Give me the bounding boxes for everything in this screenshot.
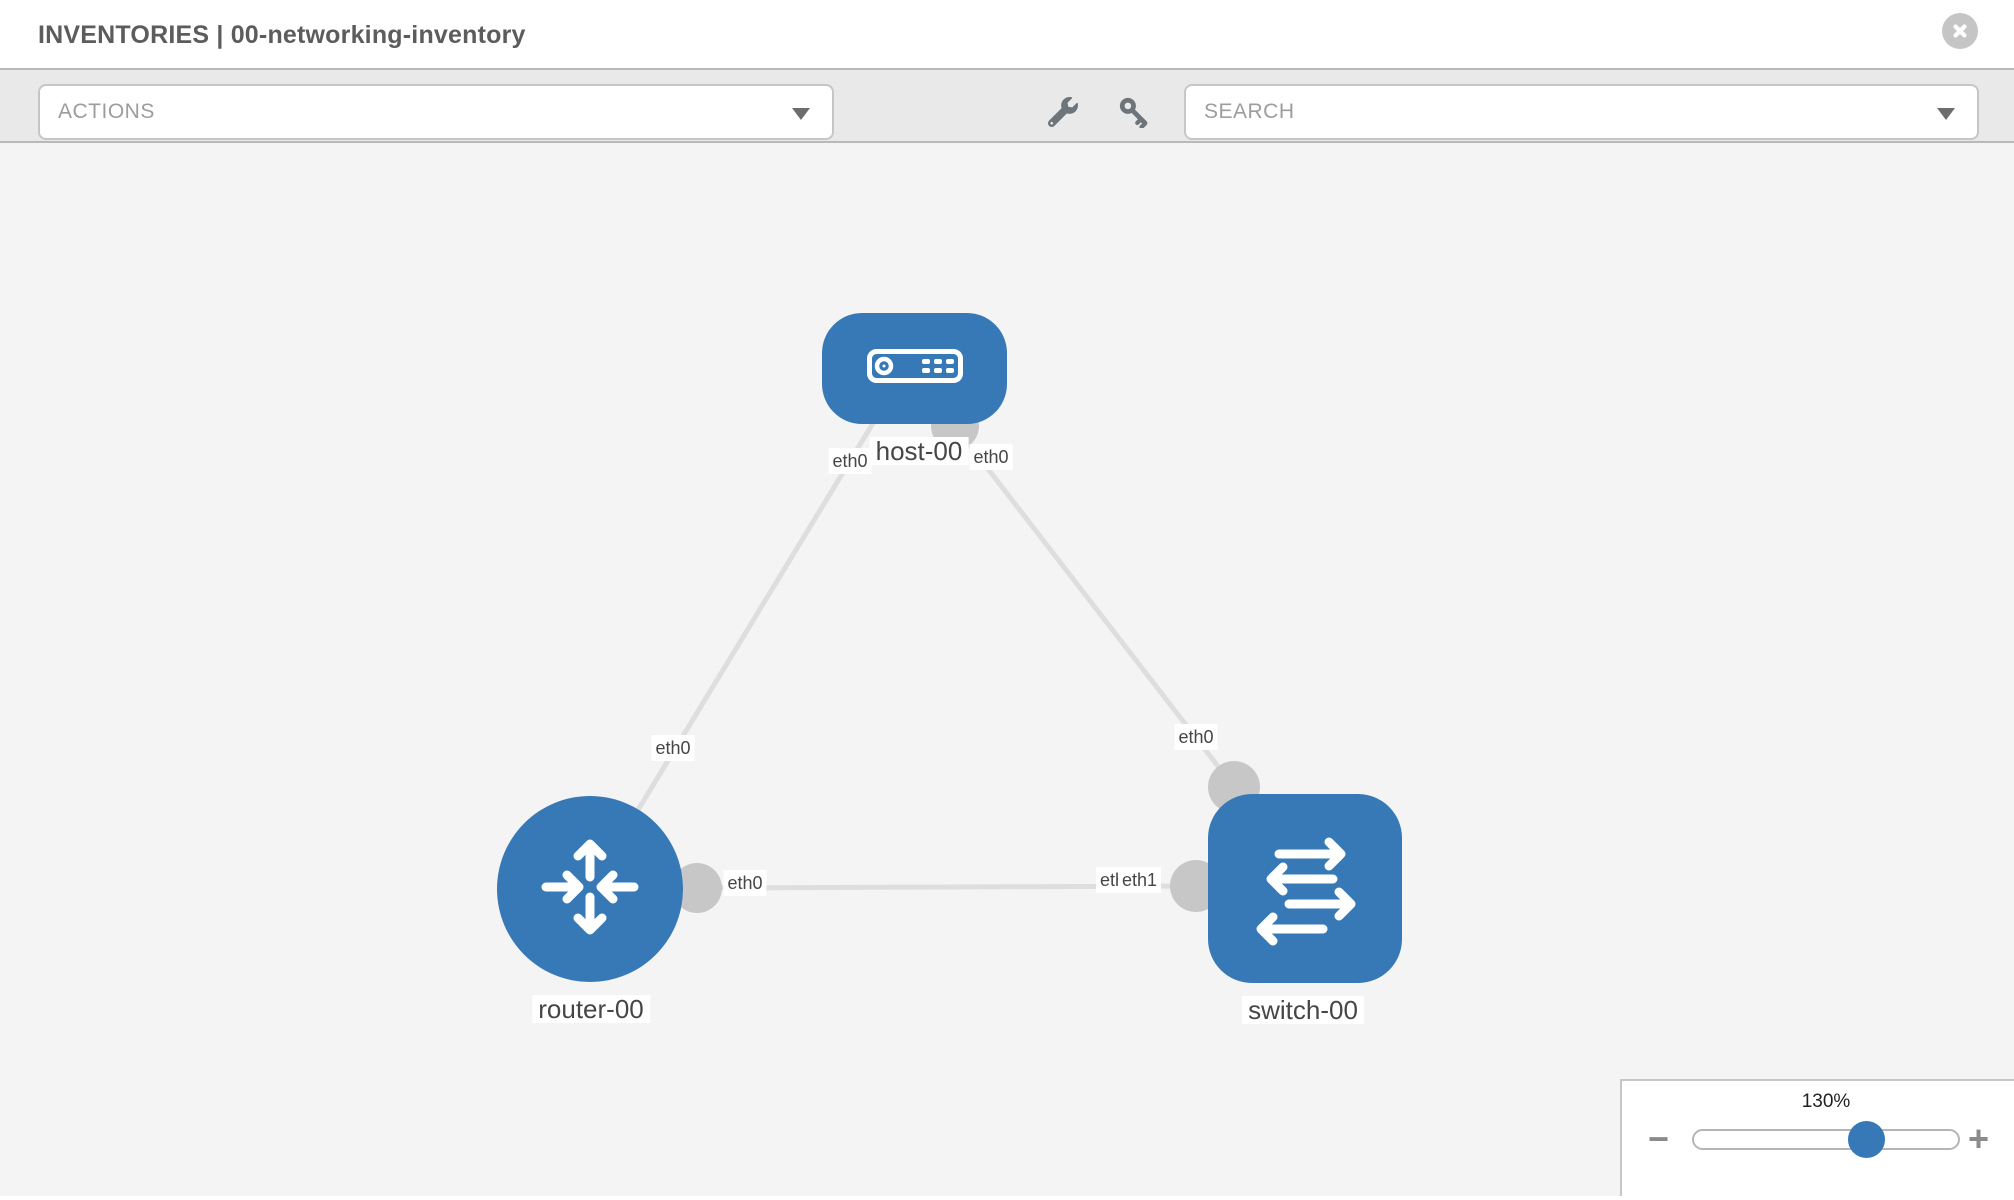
search-placeholder: SEARCH xyxy=(1204,100,1295,123)
node-router-00[interactable] xyxy=(497,796,683,982)
node-switch-00[interactable] xyxy=(1208,794,1402,983)
node-host-00[interactable] xyxy=(822,313,1007,424)
port-router-eth0 xyxy=(672,863,722,913)
server-icon xyxy=(866,349,963,388)
zoom-panel: 130% − + xyxy=(1620,1079,2014,1196)
configure-button[interactable] xyxy=(1047,97,1078,132)
actions-dropdown-label: ACTIONS xyxy=(58,100,155,123)
plus-icon: + xyxy=(1968,1118,1990,1159)
close-icon xyxy=(1950,21,1970,41)
page-title: INVENTORIES | 00-networking-inventory xyxy=(38,21,526,49)
close-button[interactable] xyxy=(1942,13,1978,49)
node-label-host-00: host-00 xyxy=(869,437,969,465)
topology-canvas[interactable]: host-00 router-00 switch-00 eth0 eth0 et… xyxy=(0,143,2014,1196)
zoom-slider-track[interactable] xyxy=(1692,1129,1960,1150)
interface-label-eth0: eth0 xyxy=(651,735,695,761)
toolbar: ACTIONS SEARCH xyxy=(0,70,2014,143)
minus-icon: − xyxy=(1648,1118,1670,1159)
links-layer xyxy=(587,352,1260,913)
actions-dropdown[interactable]: ACTIONS xyxy=(38,84,834,140)
interface-label-eth0: eth0 xyxy=(723,870,767,896)
zoom-in-button[interactable]: + xyxy=(1968,1121,1989,1157)
key-icon xyxy=(1118,97,1150,132)
node-label-switch-00: switch-00 xyxy=(1242,996,1364,1024)
zoom-slider-thumb[interactable] xyxy=(1848,1121,1885,1158)
zoom-level: 130% xyxy=(1801,1091,1851,1112)
interface-label-eth0: eth0 xyxy=(828,448,872,474)
zoom-out-button[interactable]: − xyxy=(1648,1121,1669,1157)
interface-label-eth1: eth1 xyxy=(1118,867,1162,893)
search-dropdown[interactable]: SEARCH xyxy=(1184,84,1979,140)
interface-label-eth0: eth0 xyxy=(1174,724,1218,750)
node-label-router-00: router-00 xyxy=(532,995,650,1023)
header: INVENTORIES | 00-networking-inventory xyxy=(0,0,2014,70)
wrench-icon xyxy=(1047,97,1078,131)
credentials-button[interactable] xyxy=(1118,96,1150,133)
interface-label-eth0: eth0 xyxy=(969,444,1013,470)
link-host-router xyxy=(587,352,918,891)
chevron-down-icon xyxy=(792,108,810,120)
switch-icon xyxy=(1239,820,1371,957)
router-icon xyxy=(534,831,646,948)
chevron-down-icon xyxy=(1937,108,1955,120)
